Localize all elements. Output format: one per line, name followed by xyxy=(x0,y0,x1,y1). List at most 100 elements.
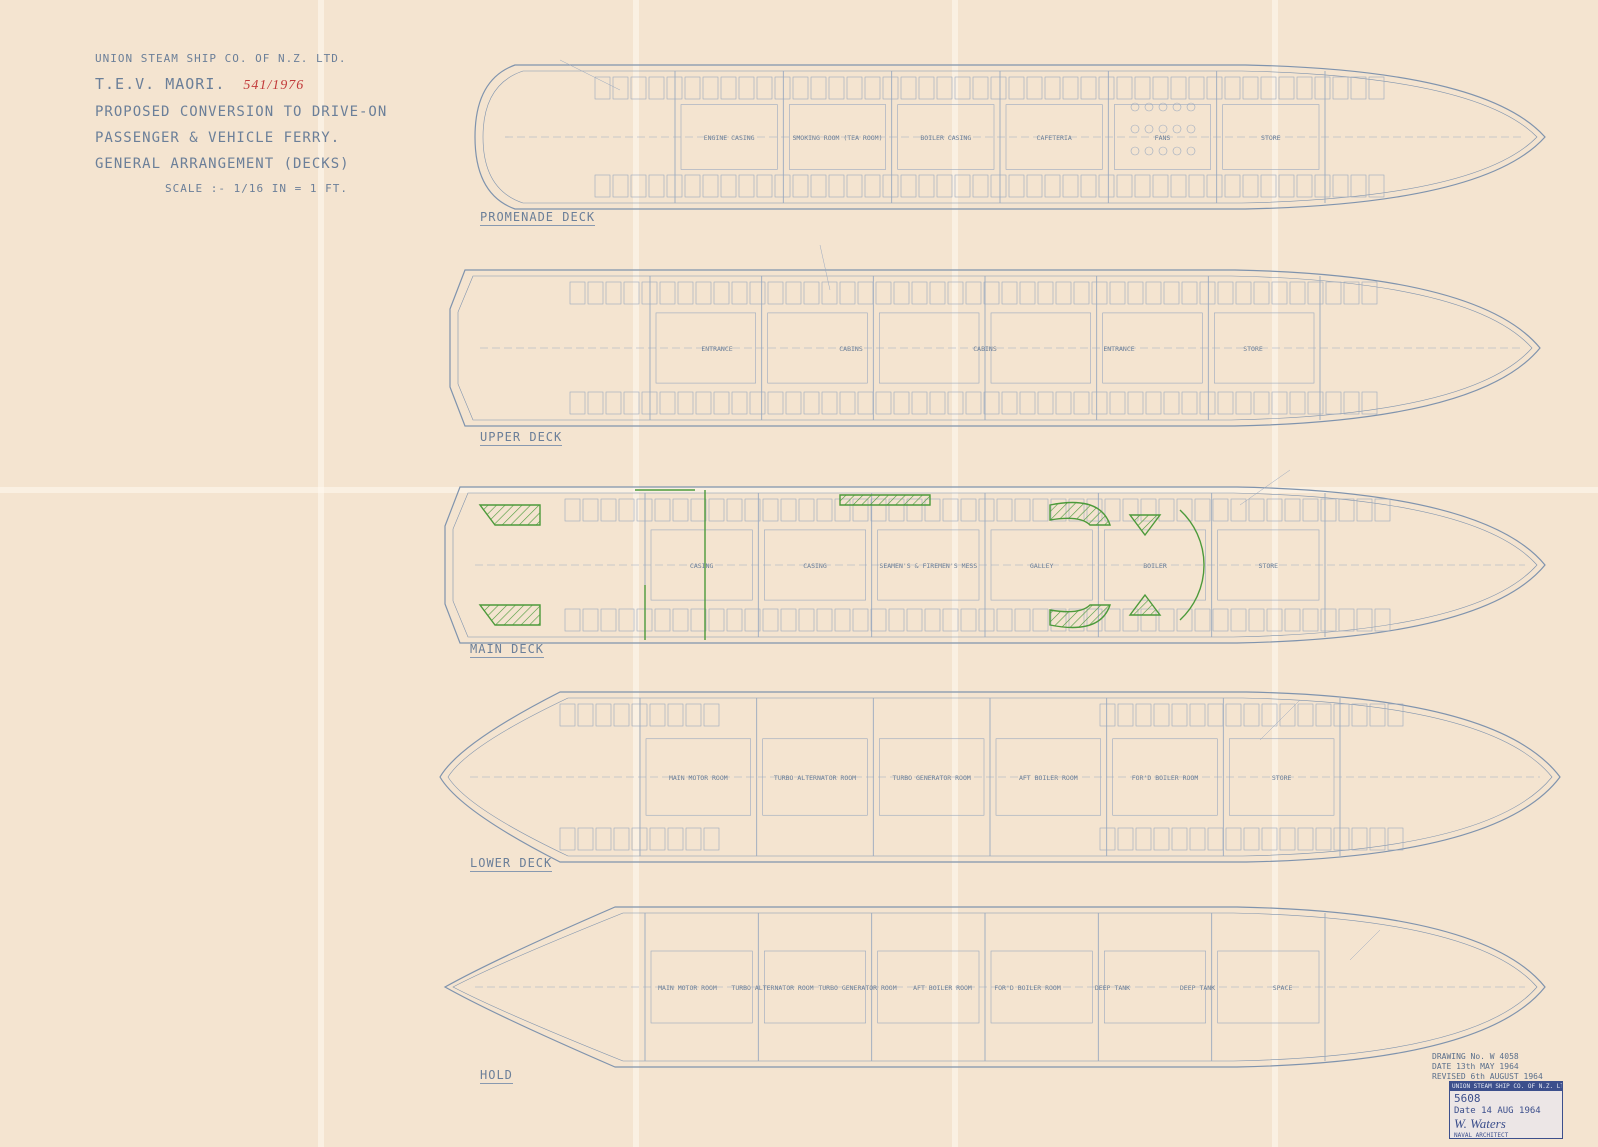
cabin-cell xyxy=(1289,391,1306,415)
cabin-cell xyxy=(1266,498,1283,522)
compartment-block xyxy=(762,738,868,816)
cabin-cell xyxy=(720,76,737,100)
cabin-cell xyxy=(798,498,815,522)
cabin-cell xyxy=(936,76,953,100)
cabin-cell xyxy=(767,281,784,305)
cabin-cell xyxy=(1350,76,1367,100)
cabin-cell xyxy=(1145,281,1162,305)
cabin-cell xyxy=(990,174,1007,198)
compartment-block xyxy=(1104,529,1206,601)
cabin-cell xyxy=(1374,608,1391,632)
cabin-cell xyxy=(577,827,594,851)
cabin-cell xyxy=(1302,608,1319,632)
room-label-main: SEAMEN'S & FIREMEN'S MESS xyxy=(879,562,977,570)
cabin-cell xyxy=(1343,391,1360,415)
deck-label-main: MAIN DECK xyxy=(470,642,545,658)
cabin-cell xyxy=(918,76,935,100)
compartment-block xyxy=(879,312,980,384)
cabin-cell xyxy=(816,608,833,632)
cabin-cell xyxy=(810,174,827,198)
cabin-cell xyxy=(605,281,622,305)
cabin-cell xyxy=(1206,174,1223,198)
cabin-cell xyxy=(960,608,977,632)
stamp-footer: NAVAL ARCHITECT xyxy=(1454,1132,1509,1139)
compartment-block xyxy=(645,738,751,816)
cabin-cell xyxy=(1266,608,1283,632)
cabin-cell xyxy=(695,391,712,415)
table-circle xyxy=(1158,124,1168,134)
table-circle xyxy=(1186,124,1196,134)
cabin-cell xyxy=(942,498,959,522)
cabin-cell xyxy=(623,281,640,305)
cabin-cell xyxy=(1361,391,1378,415)
compartment-block xyxy=(879,738,985,816)
cabin-cell xyxy=(996,608,1013,632)
callout-leader xyxy=(559,59,621,91)
compartment-block xyxy=(1102,312,1203,384)
cabin-cell xyxy=(1261,703,1278,727)
cabin-cell xyxy=(1104,608,1121,632)
cabin-cell xyxy=(667,827,684,851)
cabin-cell xyxy=(1145,391,1162,415)
table-circle xyxy=(1144,102,1154,112)
cabin-cell xyxy=(600,608,617,632)
cabin-cell xyxy=(965,391,982,415)
room-label-promenade: ENGINE CASING xyxy=(704,134,755,142)
cabin-cell xyxy=(1117,827,1134,851)
cabin-cell xyxy=(1284,608,1301,632)
ship-name-text: T.E.V. MAORI. xyxy=(95,75,226,93)
table-circle xyxy=(1172,124,1182,134)
cabin-cell xyxy=(1271,391,1288,415)
cabin-cell xyxy=(1248,608,1265,632)
compartment-block xyxy=(990,529,1093,601)
cabin-cell xyxy=(702,174,719,198)
cabin-cell xyxy=(1091,281,1108,305)
cabin-cell xyxy=(1181,391,1198,415)
cabin-cell xyxy=(960,498,977,522)
cabin-cell xyxy=(1224,76,1241,100)
cabin-cell xyxy=(875,281,892,305)
stamp-number: 5608 xyxy=(1454,1092,1481,1105)
cabin-cell xyxy=(821,281,838,305)
cabin-cell xyxy=(577,703,594,727)
approval-stamp: UNION STEAM SHIP CO. OF N.Z. LTD. 5608 D… xyxy=(1449,1081,1563,1139)
compartment-block xyxy=(789,104,886,170)
cabin-cell xyxy=(1207,827,1224,851)
cabin-cell xyxy=(595,703,612,727)
cabin-cell xyxy=(1302,498,1319,522)
cabin-cell xyxy=(649,703,666,727)
cabin-cell xyxy=(1037,281,1054,305)
cabin-cell xyxy=(924,498,941,522)
cabin-cell xyxy=(587,281,604,305)
cabin-cell xyxy=(1369,703,1386,727)
cabin-cell xyxy=(785,281,802,305)
cabin-cell xyxy=(954,76,971,100)
cabin-cell xyxy=(623,391,640,415)
cabin-cell xyxy=(1225,827,1242,851)
stamp-date: Date 14 AUG 1964 xyxy=(1454,1106,1541,1116)
cabin-cell xyxy=(1243,703,1260,727)
cabin-cell xyxy=(978,498,995,522)
cabin-cell xyxy=(1014,608,1031,632)
table-circle xyxy=(1144,146,1154,156)
cabin-cell xyxy=(685,703,702,727)
compartment-block xyxy=(767,312,868,384)
cabin-cell xyxy=(1189,827,1206,851)
cabin-cell xyxy=(559,703,576,727)
cabin-cell xyxy=(1387,827,1404,851)
cabin-cell xyxy=(846,174,863,198)
cabin-cell xyxy=(749,281,766,305)
room-label-hold: MAIN MOTOR ROOM xyxy=(658,984,717,992)
cabin-cell xyxy=(1260,174,1277,198)
cabin-cell xyxy=(839,281,856,305)
room-label-promenade: BOILER CASING xyxy=(920,134,971,142)
cabin-cell xyxy=(1171,703,1188,727)
cabin-cell xyxy=(839,391,856,415)
cabin-cell xyxy=(636,498,653,522)
cabin-cell xyxy=(972,174,989,198)
room-label-lower: MAIN MOTOR ROOM xyxy=(669,774,728,782)
cabin-cell xyxy=(1122,498,1139,522)
cabin-cell xyxy=(649,827,666,851)
room-label-upper: STORE xyxy=(1243,345,1263,353)
